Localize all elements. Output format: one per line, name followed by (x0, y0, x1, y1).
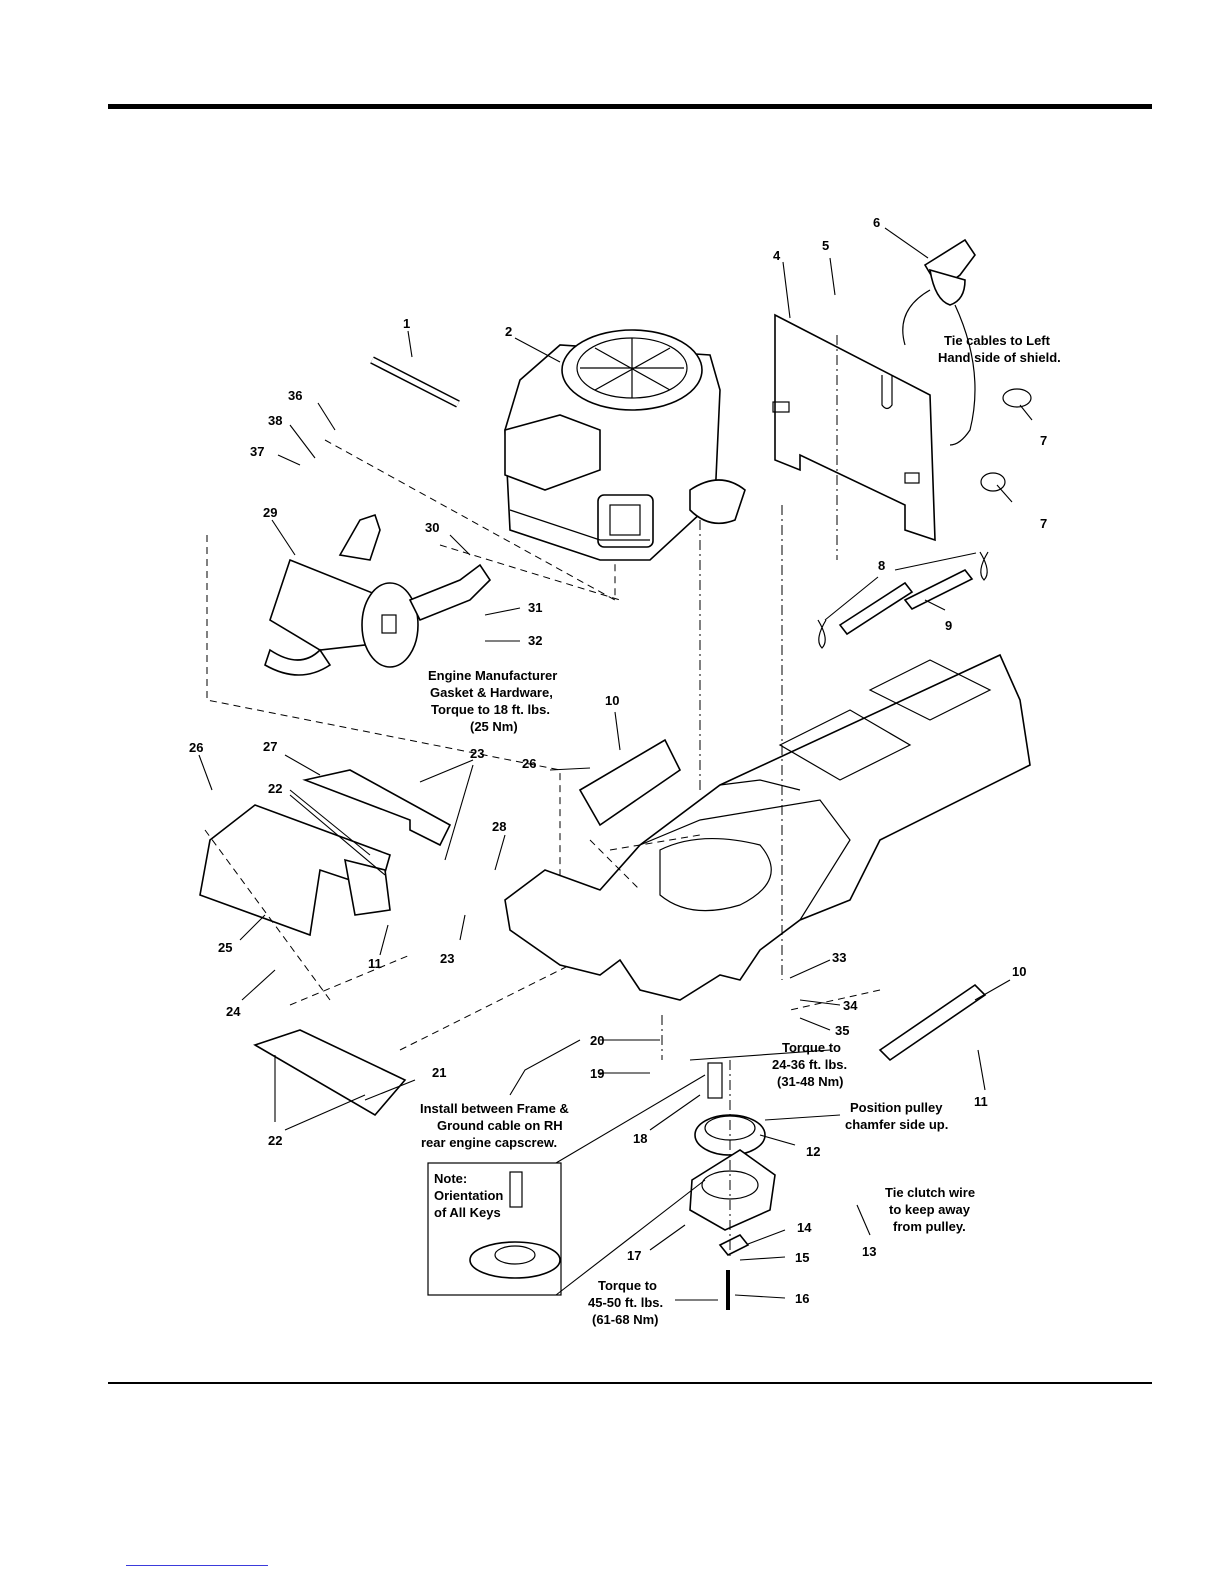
part-number: 21 (432, 1065, 446, 1080)
note-line: to keep away (889, 1202, 971, 1217)
note-line: chamfer side up. (845, 1117, 948, 1132)
part-number: 10 (1012, 964, 1026, 979)
part-number: 11 (974, 1094, 988, 1109)
part-number: 13 (862, 1244, 876, 1259)
part-number: 22 (268, 781, 282, 796)
note-line: 45-50 ft. lbs. (588, 1295, 663, 1310)
note-line: Ground cable on RH (437, 1118, 563, 1133)
part-number: 28 (492, 819, 506, 834)
footer-rule (108, 1382, 1152, 1384)
note-position-pulley: Position pulley chamfer side up. (845, 1100, 948, 1132)
note-line: Torque to (598, 1278, 657, 1293)
part-number: 14 (797, 1220, 812, 1235)
part-number: 27 (263, 739, 277, 754)
leader-lines (198, 227, 1033, 1301)
part-number: 31 (528, 600, 542, 615)
note-torque-24-36: Torque to 24-36 ft. lbs. (31-48 Nm) (772, 1040, 847, 1089)
tubes-illustration (817, 551, 989, 649)
note-line: Torque to (782, 1040, 841, 1055)
cover-illustration (199, 769, 452, 937)
note-key-orientation: Note: Orientation of All Keys (434, 1171, 503, 1220)
part-number: 33 (832, 950, 846, 965)
throttle-control-illustration (902, 238, 976, 446)
part-number: 7 (1040, 433, 1047, 448)
part-number: 17 (627, 1248, 641, 1263)
muffler-illustration (264, 513, 492, 676)
pulley-illustration (689, 1062, 776, 1310)
note-tie-clutch: Tie clutch wire to keep away from pulley… (885, 1185, 975, 1234)
plate-illustration (578, 738, 987, 1062)
note-line: Gasket & Hardware, (430, 685, 553, 700)
part-number: 22 (268, 1133, 282, 1148)
note-line: (31-48 Nm) (777, 1074, 843, 1089)
note-line: rear engine capscrew. (421, 1135, 557, 1150)
key-note-box (427, 1162, 562, 1296)
part-number: 25 (218, 940, 232, 955)
part-number: 8 (878, 558, 885, 573)
part-number: 12 (806, 1144, 820, 1159)
note-engine-manufacturer: Engine Manufacturer Gasket & Hardware, T… (428, 668, 557, 734)
part-number: 30 (425, 520, 439, 535)
note-install-between: Install between Frame & Ground cable on … (420, 1101, 569, 1150)
part-number: 38 (268, 413, 282, 428)
cable-clip-illustration (980, 388, 1032, 492)
part-number: 20 (590, 1033, 604, 1048)
part-number: 18 (633, 1131, 647, 1146)
part-number: 2 (505, 324, 512, 339)
part-number: 11 (368, 956, 382, 971)
note-line: Tie cables to Left (944, 333, 1051, 348)
part-number: 1 (403, 316, 410, 331)
part-number: 23 (470, 746, 484, 761)
part-number: 19 (590, 1066, 604, 1081)
part-number: 7 (1040, 516, 1047, 531)
part-number: 35 (835, 1023, 849, 1038)
note-line: Note: (434, 1171, 467, 1186)
note-line: Tie clutch wire (885, 1185, 975, 1200)
part-number: 29 (263, 505, 277, 520)
bottom-plate-illustration (253, 1029, 407, 1117)
part-number: 37 (250, 444, 264, 459)
header-rule (108, 104, 1152, 109)
part-number: 34 (843, 998, 858, 1013)
frame-illustration (504, 653, 1031, 1001)
note-line: Position pulley (850, 1100, 943, 1115)
hidden-lines (204, 335, 881, 1260)
part-number: 26 (522, 756, 536, 771)
note-line: Engine Manufacturer (428, 668, 557, 683)
part-number: 16 (795, 1291, 809, 1306)
part-number: 10 (605, 693, 619, 708)
note-line: 24-36 ft. lbs. (772, 1057, 847, 1072)
part-number: 24 (226, 1004, 241, 1019)
part-number: 4 (773, 248, 781, 263)
note-line: Hand side of shield. (938, 350, 1061, 365)
part-number: 32 (528, 633, 542, 648)
part-number-labels: 1 2 4 5 6 7 7 8 9 10 10 11 11 12 13 14 1… (189, 215, 1047, 1306)
note-line: Torque to 18 ft. lbs. (431, 702, 550, 717)
part-number: 36 (288, 388, 302, 403)
note-line: Install between Frame & (420, 1101, 569, 1116)
part-number: 5 (822, 238, 829, 253)
part-number: 6 (873, 215, 880, 230)
stud-illustration (370, 356, 460, 408)
heat-shield-illustration (772, 313, 936, 542)
note-tie-cables: Tie cables to Left Hand side of shield. (938, 333, 1061, 365)
part-number: 23 (440, 951, 454, 966)
engine-illustration (504, 329, 746, 561)
part-number: 15 (795, 1250, 809, 1265)
part-number: 9 (945, 618, 952, 633)
footer-link-underline[interactable] (126, 1565, 268, 1566)
part-number: 26 (189, 740, 203, 755)
note-line: (25 Nm) (470, 719, 518, 734)
note-line: of All Keys (434, 1205, 501, 1220)
note-line: (61-68 Nm) (592, 1312, 658, 1327)
key-note-illustration (469, 1171, 561, 1279)
note-line: from pulley. (893, 1219, 966, 1234)
note-torque-45-50: Torque to 45-50 ft. lbs. (61-68 Nm) (588, 1278, 663, 1327)
note-line: Orientation (434, 1188, 503, 1203)
